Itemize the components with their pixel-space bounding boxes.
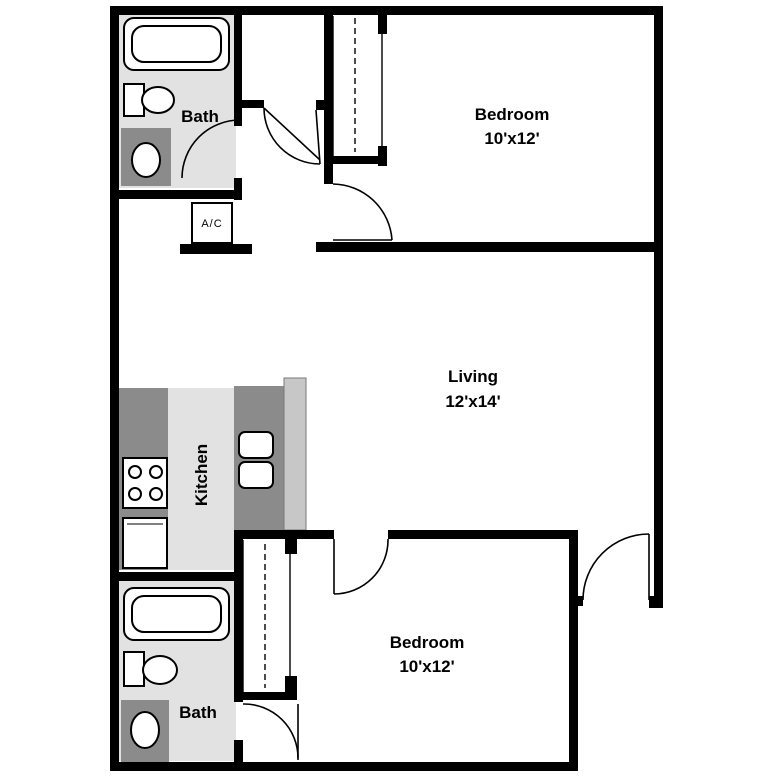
- burner: [149, 487, 163, 501]
- wall-bath-top-right-lower: [234, 178, 242, 200]
- kitchen-bar: [283, 377, 307, 531]
- wall-bedroom-bottom-left: [234, 530, 243, 702]
- wall-bath-top-bottom: [110, 190, 242, 199]
- wall-bath-top-right: [234, 14, 242, 126]
- sink-basin: [238, 461, 274, 489]
- door-swing: [582, 533, 650, 601]
- wall-bedroom-bottom-top-left: [234, 530, 334, 539]
- door-swing: [181, 119, 241, 179]
- wall-entry-stub: [569, 596, 583, 606]
- kitchen-label: Kitchen: [192, 444, 211, 506]
- wall-bedroom-bottom-right: [569, 530, 578, 771]
- wall-bath-bottom-right-lower: [234, 740, 243, 770]
- sink-basin: [238, 431, 274, 459]
- bedroom-bottom-size: 10'x12': [399, 657, 454, 676]
- wall-entry-stub: [649, 596, 663, 608]
- wall-right: [654, 6, 663, 608]
- bathtub-inner: [131, 595, 222, 633]
- wall-left: [110, 6, 119, 771]
- door-swing: [263, 107, 321, 165]
- door: [263, 107, 321, 161]
- wall-bottom: [110, 762, 577, 771]
- living-name: Living: [448, 367, 498, 386]
- wall-ac: [180, 244, 252, 254]
- closet-bottom: [234, 692, 297, 700]
- living-size: 12'x14': [445, 392, 500, 411]
- wall-bedroom-top-bottom: [316, 242, 663, 252]
- ac-unit: [191, 202, 233, 244]
- vanity-sink: [131, 142, 161, 178]
- burner: [128, 487, 142, 501]
- wall-bath-bottom-top: [110, 572, 242, 581]
- wall-bedroom-top-stub: [316, 100, 326, 110]
- toilet-bowl: [141, 86, 175, 114]
- bath-top-label: Bath: [181, 107, 219, 126]
- door: [315, 109, 321, 165]
- stove: [122, 457, 168, 509]
- bedroom-top-name: Bedroom: [475, 105, 550, 124]
- burner: [149, 465, 163, 479]
- vanity-sink: [130, 711, 160, 749]
- bathtub-inner: [131, 25, 222, 63]
- closet-post: [285, 530, 297, 554]
- wall-top: [110, 6, 663, 15]
- door-swing: [242, 703, 299, 759]
- wall-bedroom-bottom-top-right: [388, 530, 578, 539]
- refrigerator: [122, 517, 168, 569]
- toilet-tank: [123, 651, 145, 687]
- bedroom-bottom-name: Bedroom: [390, 633, 465, 652]
- closet-post: [378, 14, 387, 34]
- bath-bottom-label: Bath: [179, 703, 217, 722]
- door-swing: [333, 538, 389, 595]
- toilet-bowl: [142, 655, 178, 685]
- wall-bath-top-stub: [234, 100, 264, 108]
- ac-label: A/C: [201, 218, 222, 230]
- wall-bedroom-top-left: [324, 14, 333, 184]
- closet-bottom: [333, 156, 387, 164]
- bedroom-top-size: 10'x12': [484, 129, 539, 148]
- door-swing: [332, 183, 393, 241]
- burner: [128, 465, 142, 479]
